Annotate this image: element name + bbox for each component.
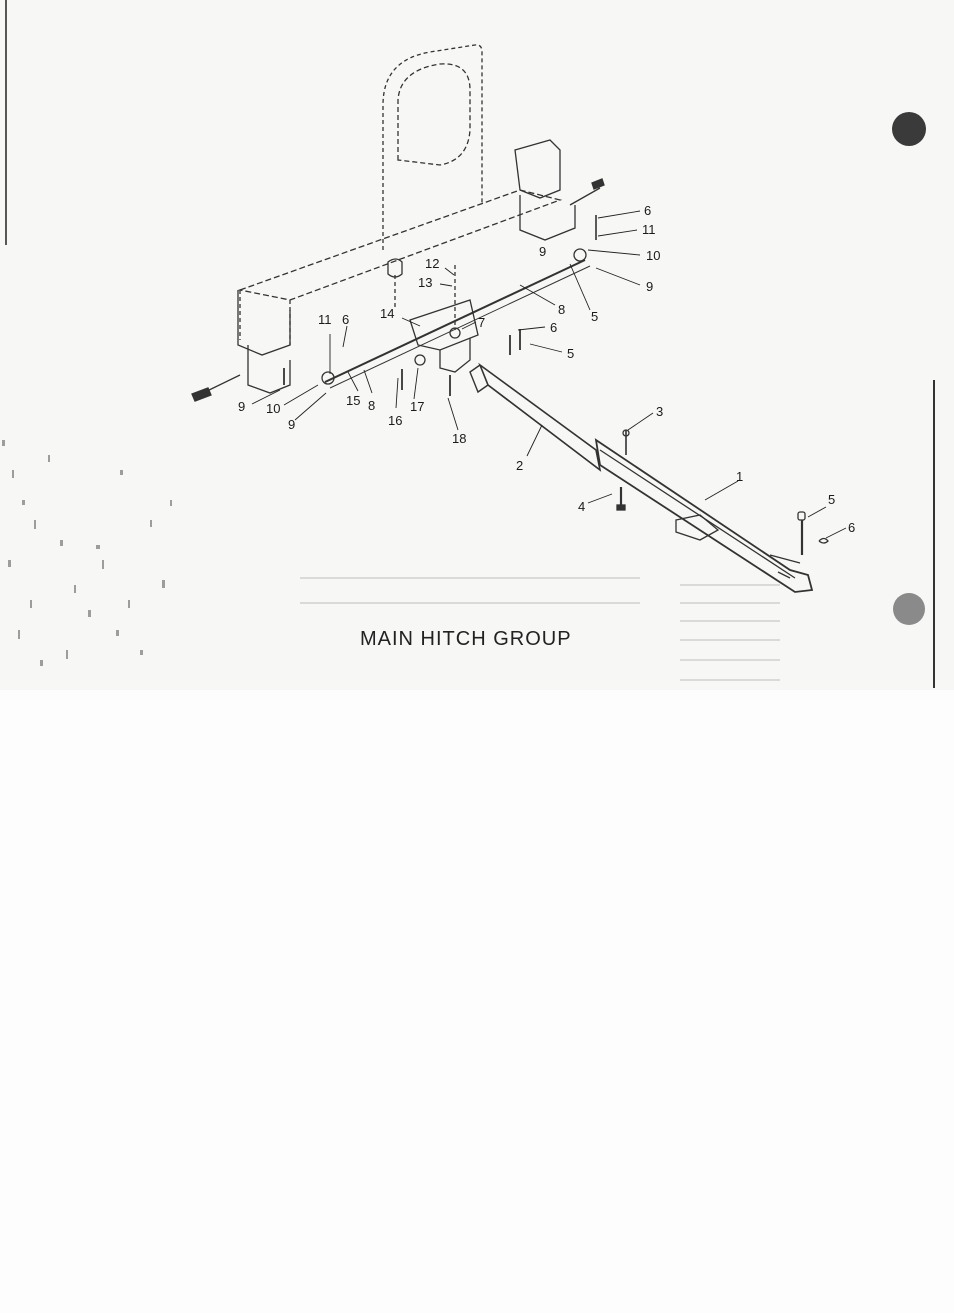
callout-label: 5 [591,309,598,324]
diagram-title: MAIN HITCH GROUP [360,628,572,650]
callout-labels: 1 2 3 4 5 5 5 6 6 6 6 7 8 8 9 9 9 9 10 1… [238,203,855,535]
binder-hole-bottom [893,593,925,625]
callout-label: 8 [558,302,565,317]
callout-label: 6 [342,312,349,327]
callout-label: 10 [266,401,280,416]
callout-label: 9 [539,244,546,259]
callout-label: 7 [478,315,485,330]
scan-noise [2,440,172,666]
callout-label: 18 [452,431,466,446]
callout-label: 6 [644,203,651,218]
binder-hole-top [892,112,926,146]
callout-label: 9 [288,417,295,432]
callout-label: 9 [238,399,245,414]
callout-label: 2 [516,458,523,473]
callout-label: 6 [550,320,557,335]
callout-label: 3 [656,404,663,419]
callout-label: 9 [646,279,653,294]
callout-label: 10 [646,248,660,263]
callout-label: 8 [368,398,375,413]
scan-area [0,0,954,690]
callout-label: 1 [736,469,743,484]
callout-label: 4 [578,499,585,514]
callout-label: 12 [425,256,439,271]
callout-label: 15 [346,393,360,408]
callout-label: 17 [410,399,424,414]
exploded-parts-diagram: 1 2 3 4 5 5 5 6 6 6 6 7 8 8 9 9 9 9 10 1… [2,0,935,688]
callout-label: 6 [848,520,855,535]
callout-label: 14 [380,306,394,321]
leader-lines [251,210,847,539]
faint-table-lines [300,577,780,681]
callout-label: 16 [388,413,402,428]
callout-label: 11 [642,222,656,237]
callout-label: 5 [567,346,574,361]
callout-label: 13 [418,275,432,290]
hitch-linework [191,44,829,593]
callout-label: 5 [828,492,835,507]
callout-label: 11 [318,312,332,327]
